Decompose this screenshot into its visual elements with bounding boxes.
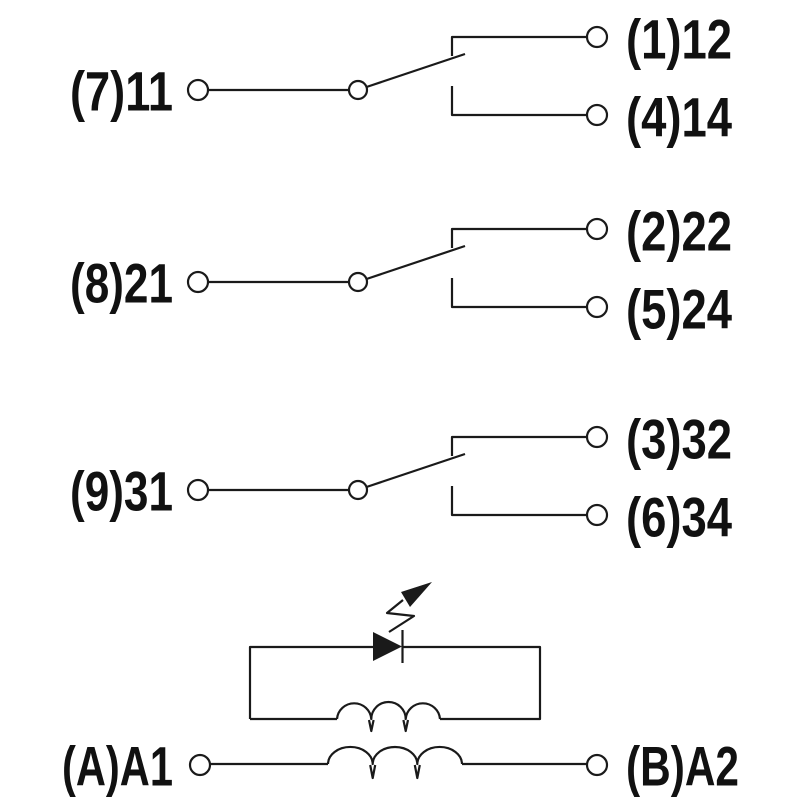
pole-3: (9)31 (3)32 (6)34 bbox=[70, 408, 732, 549]
aux-winding-loops bbox=[367, 719, 410, 733]
nc-terminal-label: (2)22 bbox=[626, 200, 732, 263]
flash-arrow-icon bbox=[385, 582, 432, 633]
flash-zigzag bbox=[385, 599, 416, 633]
nc-terminal-circle bbox=[585, 25, 609, 49]
diode-icon bbox=[373, 632, 402, 661]
nc-terminal-circle bbox=[585, 217, 609, 241]
common-terminal-label: (7)11 bbox=[70, 60, 173, 123]
common-terminal-circle bbox=[186, 270, 210, 294]
no-terminal-label: (5)24 bbox=[626, 278, 732, 341]
contact-arm bbox=[366, 52, 466, 89]
pole-2: (8)21 (2)22 (5)24 bbox=[70, 200, 732, 341]
coil-a2-label: (B)A2 bbox=[626, 735, 739, 798]
contact-arm bbox=[366, 452, 466, 489]
common-terminal-circle bbox=[186, 78, 210, 102]
contact-arm bbox=[366, 244, 466, 281]
coil-a1-label: (A)A1 bbox=[62, 735, 173, 798]
nc-wire bbox=[450, 435, 587, 456]
movable-contact-circle bbox=[347, 79, 369, 101]
loop-right-wire bbox=[402, 645, 542, 721]
common-terminal-circle bbox=[186, 478, 210, 502]
pole-1: (7)11 (1)12 (4)14 bbox=[70, 8, 732, 149]
no-terminal-label: (4)14 bbox=[626, 86, 732, 149]
coil-winding-symbol bbox=[326, 745, 464, 766]
aux-winding-symbol bbox=[335, 700, 442, 721]
coil-winding-loops bbox=[369, 764, 421, 780]
flash-arrowhead bbox=[401, 582, 432, 607]
no-wire bbox=[450, 278, 587, 309]
movable-contact-circle bbox=[347, 271, 369, 293]
common-terminal-label: (9)31 bbox=[70, 460, 173, 523]
no-terminal-circle bbox=[585, 103, 609, 127]
nc-terminal-label: (1)12 bbox=[626, 8, 732, 71]
nc-terminal-label: (3)32 bbox=[626, 408, 732, 471]
no-terminal-circle bbox=[585, 295, 609, 319]
movable-contact-circle bbox=[347, 479, 369, 501]
led-indicator-loop bbox=[248, 582, 542, 733]
no-wire bbox=[450, 486, 587, 517]
no-terminal-label: (6)34 bbox=[626, 486, 732, 549]
loop-left-wire bbox=[248, 645, 373, 719]
coil-section: (A)A1 (B)A2 bbox=[62, 582, 739, 798]
nc-terminal-circle bbox=[585, 425, 609, 449]
no-terminal-circle bbox=[585, 503, 609, 527]
nc-wire bbox=[450, 35, 587, 56]
coil-a2-terminal-circle bbox=[585, 753, 609, 777]
common-terminal-label: (8)21 bbox=[70, 252, 173, 315]
nc-wire bbox=[450, 227, 587, 248]
no-wire bbox=[450, 86, 587, 117]
coil-a1-terminal-circle bbox=[188, 753, 212, 777]
